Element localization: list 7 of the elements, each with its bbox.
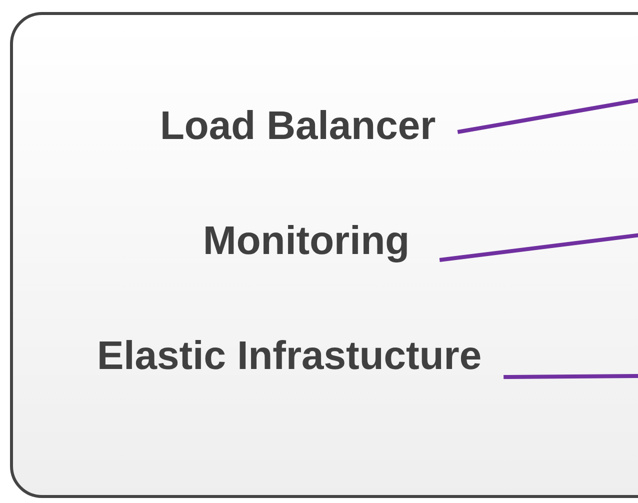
feature-label: Load Balancer — [160, 102, 436, 150]
panel-background — [10, 12, 638, 498]
leader-line — [439, 233, 638, 262]
leader-line — [457, 98, 638, 134]
leader-line — [504, 374, 638, 379]
feature-label: Monitoring — [203, 217, 410, 265]
feature-label: Elastic Infrastucture — [97, 332, 482, 380]
